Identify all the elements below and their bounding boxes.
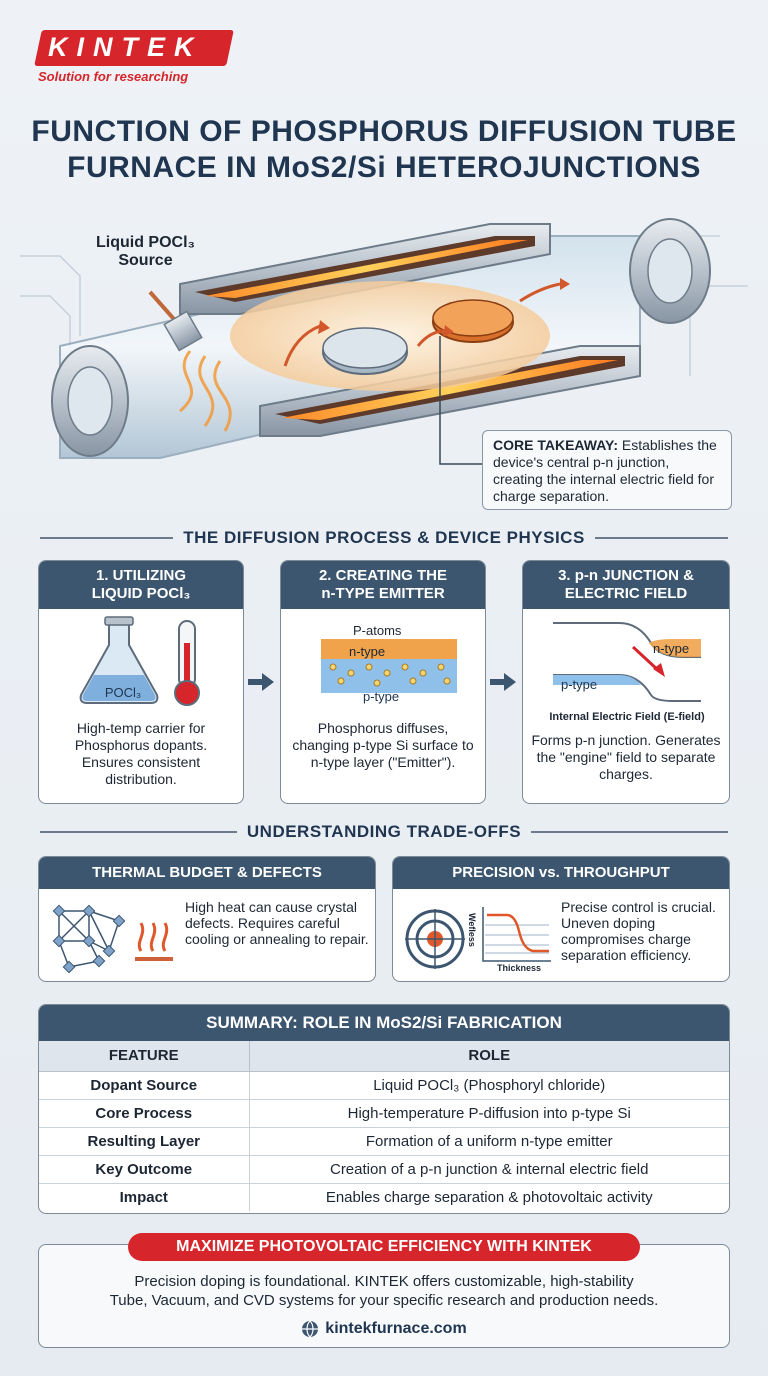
cta-line-1: Precision doping is foundational. KINTEK… [134, 1273, 634, 1290]
n-type-label: n-type [349, 644, 386, 659]
step-1-title-line-2: LIQUID POCl₃ [91, 585, 191, 602]
cta-text: Precision doping is foundational. KINTEK… [50, 1272, 718, 1310]
thermal-budget-card: THERMAL BUDGET & DEFECTS High heat can c… [38, 856, 376, 982]
role-cell: Enables charge separation & photovoltaic… [325, 1188, 653, 1206]
emitter-layer-diagram [321, 639, 457, 693]
header-rule-left [40, 831, 237, 833]
logo: KINTEK [48, 32, 203, 62]
header-rule-right [594, 537, 728, 539]
header-rule-left [40, 537, 174, 539]
website-url: kintekfurnace.com [325, 1320, 467, 1337]
diffusion-section-header: THE DIFFUSION PROCESS & DEVICE PHYSICS [40, 524, 728, 552]
field-label: Internal Electric Field (E-field) [549, 711, 705, 723]
target-graph-icon [405, 907, 551, 969]
step-3-title: 3. p-n JUNCTION &ELECTRIC FIELD [523, 561, 729, 609]
step-card-3: 3. p-n JUNCTION &ELECTRIC FIELD n-type p… [522, 560, 730, 804]
title-line-2: FURNACE IN MoS2/Si HETEROJUNCTIONS [67, 151, 701, 184]
p-type-label: p-type [363, 689, 400, 704]
table-header-row: FEATURE ROLE [39, 1041, 729, 1072]
precision-body: Precise control is crucial. Uneven dopin… [561, 899, 716, 963]
pn-junction-diagram [553, 622, 701, 702]
precision-card: PRECISION vs. THROUGHPUT Wefless Thickne… [392, 856, 730, 982]
flask-label: POCl₃ [104, 685, 142, 700]
role-cell: Creation of a p-n junction & internal el… [249, 1155, 729, 1184]
source-callout: Liquid POCl₃ Source [96, 234, 195, 270]
step-2-title-line-1: 2. CREATING THE [318, 567, 448, 584]
website-link[interactable]: kintekfurnace.com [284, 1318, 484, 1340]
globe-icon [302, 1320, 319, 1338]
step-3-title-line-1: 3. p-n JUNCTION & [558, 567, 694, 584]
feature-cell: Impact [39, 1183, 250, 1211]
p-atoms-label: P-atoms [353, 623, 402, 638]
junction-p-label: p-type [561, 677, 598, 692]
step-1-body: High-temp carrier for Phosphorus dopants… [74, 720, 208, 787]
arrow-right-icon [248, 673, 274, 691]
tradeoffs-header-text: UNDERSTANDING TRADE-OFFS [246, 822, 522, 841]
cta-badge: MAXIMIZE PHOTOVOLTAIC EFFICIENCY WITH KI… [128, 1233, 640, 1261]
thermal-budget-title: THERMAL BUDGET & DEFECTS [39, 857, 375, 889]
feature-cell: Key Outcome [39, 1155, 250, 1184]
summary-title: SUMMARY: ROLE IN MoS2/Si FABRICATION [39, 1005, 729, 1041]
feature-cell: Core Process [39, 1099, 250, 1128]
precision-title: PRECISION vs. THROUGHPUT [393, 857, 729, 889]
summary-table-card: SUMMARY: ROLE IN MoS2/Si FABRICATION FEA… [38, 1004, 730, 1214]
flask-thermometer-icon [79, 616, 200, 706]
feature-cell: Resulting Layer [39, 1127, 250, 1156]
step-2-body: Phosphorus diffuses, changing p-type Si … [292, 720, 474, 770]
feature-cell: Dopant Source [39, 1071, 250, 1100]
cta-line-2: Tube, Vacuum, and CVD systems for your s… [109, 1292, 659, 1309]
graph-y-label: Wefless [467, 913, 477, 947]
role-cell: Formation of a uniform n-type emitter [249, 1127, 729, 1156]
takeaway-label: CORE TAKEAWAY: [493, 437, 618, 453]
step-3-title-line-2: ELECTRIC FIELD [564, 585, 688, 602]
table-row: Impact Enables charge separation & photov… [39, 1183, 729, 1211]
diffusion-header-text: THE DIFFUSION PROCESS & DEVICE PHYSICS [183, 528, 585, 547]
step-2-title-line-2: n-TYPE EMITTER [321, 585, 445, 602]
junction-n-label: n-type [653, 641, 690, 656]
role-cell: High-temperature P-diffusion into p-type… [249, 1099, 729, 1128]
header-rule-right [531, 831, 729, 833]
feature-column-header: FEATURE [39, 1041, 250, 1072]
title-line-1: FUNCTION OF PHOSPHORUS DIFFUSION TUBE [31, 115, 737, 148]
step-3-body: Forms p-n junction. Generates the "engin… [531, 732, 721, 782]
role-column-header: ROLE [249, 1041, 729, 1072]
crystal-defect-icon [52, 904, 173, 973]
takeaway-text: Establishes the device's central p-n jun… [493, 437, 717, 504]
core-takeaway-box: CORE TAKEAWAY: Establishes the device's … [482, 430, 732, 510]
logo-tagline: Solution for researching [38, 69, 189, 84]
furnace-illustration [20, 218, 748, 465]
source-label-line-1: Liquid POCl₃ [96, 234, 195, 251]
role-cell: Liquid POCl₃ (Phosphoryl chloride) [249, 1071, 729, 1100]
page-title: FUNCTION OF PHOSPHORUS DIFFUSION TUBE FU… [20, 114, 748, 186]
tradeoffs-section-header: UNDERSTANDING TRADE-OFFS [40, 818, 729, 846]
graph-x-label: Thickness [497, 963, 542, 973]
arrow-right-icon [490, 673, 516, 691]
thermal-budget-body: High heat can cause crystal defects. Req… [185, 899, 369, 947]
source-label-line-2: Source [118, 252, 173, 269]
step-1-title-line-1: 1. UTILIZING [95, 567, 186, 584]
